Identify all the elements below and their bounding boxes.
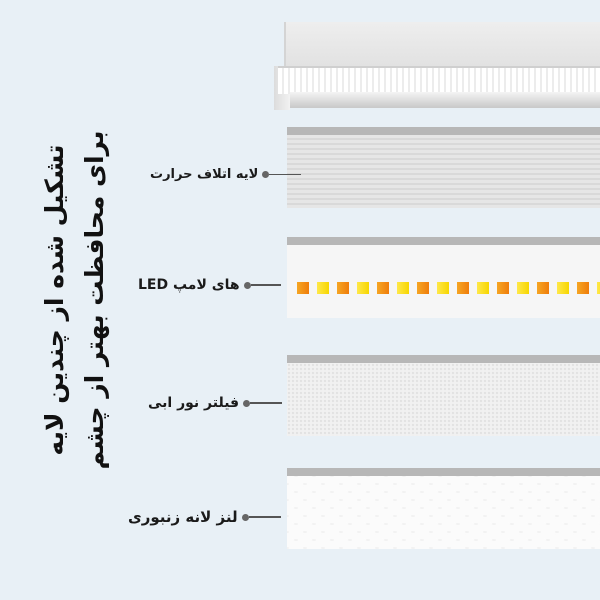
layer-bar — [287, 355, 600, 363]
led-chip-icon — [357, 282, 369, 294]
callout-dot-icon — [243, 281, 251, 289]
callout-dot-icon — [241, 513, 249, 521]
callout-led: LED های لامپ — [138, 277, 281, 293]
led-chip-icon — [537, 282, 549, 294]
led-chip-icon — [297, 282, 309, 294]
led-chip-icon — [437, 282, 449, 294]
fixture-top-face — [284, 22, 600, 66]
layer-body — [287, 245, 600, 318]
led-chip-icon — [497, 282, 509, 294]
layer-bar — [287, 127, 600, 135]
led-chip-icon — [597, 282, 600, 294]
fixture-lens — [278, 66, 600, 94]
led-chip-icon — [577, 282, 589, 294]
layer-body — [287, 363, 600, 436]
led-chip-icon — [417, 282, 429, 294]
led-strip — [297, 282, 600, 294]
led-chip-icon — [317, 282, 329, 294]
led-fixture-image — [274, 22, 600, 110]
blue-light-filter-layer — [287, 355, 600, 436]
layer-body — [287, 476, 600, 549]
callout-line — [269, 173, 302, 176]
heat-dissipation-layer — [287, 127, 600, 208]
callout-heat: لایه اتلاف حرارت — [150, 167, 302, 182]
callout-label: فیلتر نور ابی — [148, 395, 240, 411]
callout-line — [250, 284, 281, 286]
led-chip-icon — [457, 282, 469, 294]
layer-bar — [287, 468, 600, 476]
layer-bar — [287, 237, 600, 245]
vertical-heading: تشکیل شده از چندین لایه برای محافظت بهتر… — [30, 110, 120, 490]
heading-line-2: برای محافظت بهتر از چشم — [80, 130, 109, 470]
fixture-rim — [290, 92, 600, 108]
led-layer — [287, 237, 600, 318]
callout-label: لنز لانه زنبوری — [128, 508, 238, 526]
callout-dot-icon — [262, 171, 270, 178]
heading-line-1: تشکیل شده از چندین لایه — [40, 144, 69, 456]
layer-body — [287, 135, 600, 208]
led-chip-icon — [517, 282, 529, 294]
callout-line — [250, 402, 283, 404]
callout-label: لایه اتلاف حرارت — [150, 167, 259, 182]
callout-honeycomb: لنز لانه زنبوری — [128, 508, 281, 526]
callout-line — [248, 516, 281, 518]
callout-label: LED های لامپ — [138, 277, 240, 293]
callout-filter: فیلتر نور ابی — [148, 395, 283, 411]
led-chip-icon — [477, 282, 489, 294]
led-chip-icon — [377, 282, 389, 294]
honeycomb-lens-layer — [287, 468, 600, 549]
led-chip-icon — [337, 282, 349, 294]
led-chip-icon — [557, 282, 569, 294]
callout-dot-icon — [243, 399, 251, 407]
led-chip-icon — [397, 282, 409, 294]
